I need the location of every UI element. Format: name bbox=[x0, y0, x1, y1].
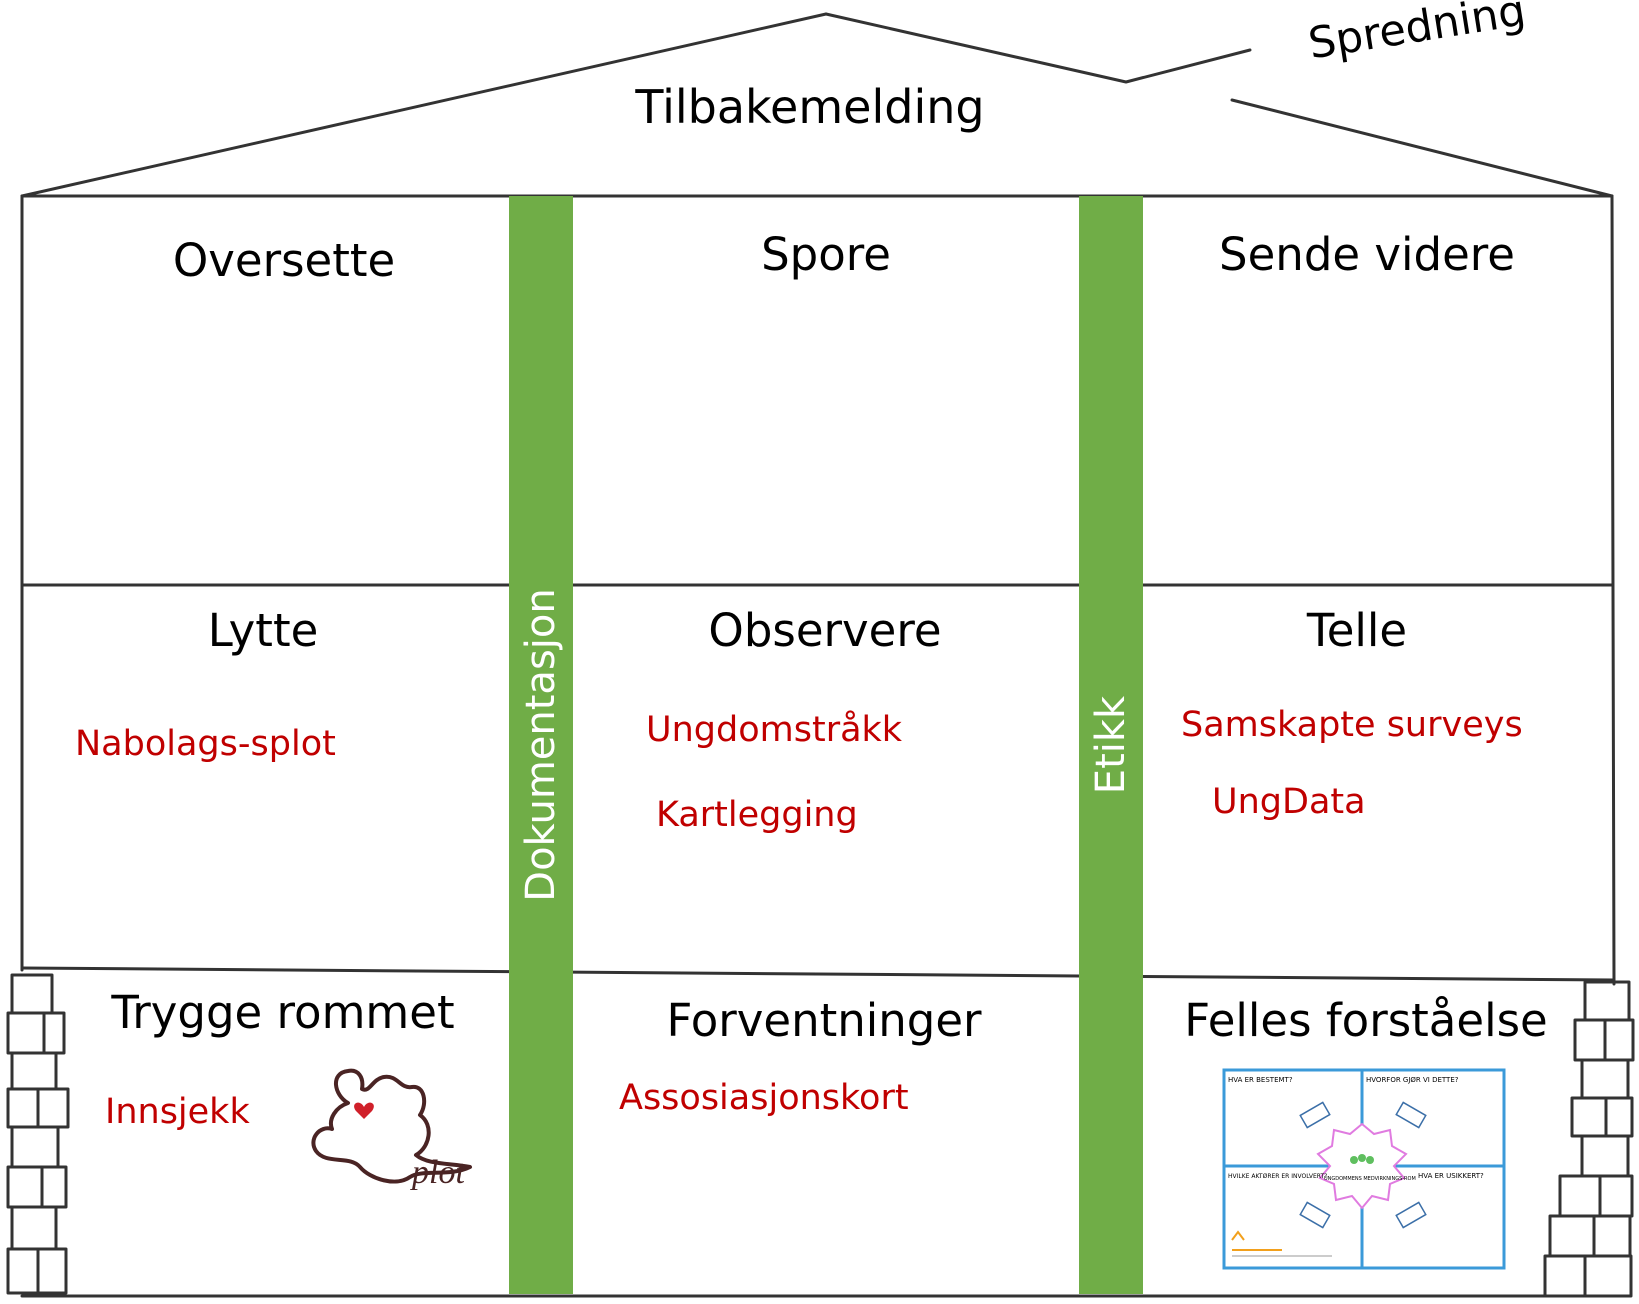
cell-middle-right-item-1: Samskapte surveys bbox=[1181, 705, 1523, 745]
splot-logo: plot bbox=[311, 1068, 472, 1191]
cell-middle-right-title: Telle bbox=[1306, 604, 1408, 657]
pillar-etikk-label: Etikk bbox=[1088, 695, 1134, 795]
roof-line-mid bbox=[824, 12, 1252, 84]
cell-top-left-title: Oversette bbox=[172, 234, 396, 287]
roof-line-left bbox=[20, 12, 828, 198]
heart-icon bbox=[354, 1102, 374, 1119]
right-wall bbox=[1610, 194, 1616, 986]
thumb-q2: HVORFOR GJØR VI DETTE? bbox=[1366, 1076, 1459, 1084]
cell-middle-right-item-2: UngData bbox=[1212, 782, 1366, 822]
floor-line-lower bbox=[20, 966, 1616, 982]
cell-bottom-middle-title: Forventninger bbox=[666, 994, 982, 1047]
cell-middle-left-item: Nabolags-splot bbox=[75, 724, 336, 764]
cell-middle-middle-item-2: Kartlegging bbox=[656, 795, 858, 835]
thumb-q1: HVA ER BESTEMT? bbox=[1228, 1076, 1293, 1084]
svg-text:plot: plot bbox=[410, 1154, 466, 1191]
cell-bottom-left-item: Innsjekk bbox=[105, 1092, 250, 1132]
pillar-dokumentasjon-label: Dokumentasjon bbox=[518, 588, 564, 902]
cell-middle-left-title: Lytte bbox=[207, 604, 319, 657]
cell-top-middle-title: Spore bbox=[761, 228, 891, 281]
canvas-thumbnail: HVA ER BESTEMT? HVORFOR GJØR VI DETTE? H… bbox=[1222, 1068, 1506, 1270]
cell-middle-middle-title: Observere bbox=[708, 604, 942, 657]
cell-bottom-right-title: Felles forståelse bbox=[1184, 994, 1548, 1047]
left-bricks bbox=[6, 973, 70, 1295]
cell-middle-middle-item-1: Ungdomstråkk bbox=[646, 710, 903, 750]
thumb-center: UNGDOMMENS MEDVIRKNINGS-ROM bbox=[1324, 1176, 1416, 1182]
roof-title: Tilbakemelding bbox=[635, 80, 985, 134]
thumb-q4: HVA ER USIKKERT? bbox=[1418, 1172, 1484, 1180]
pillar-dokumentasjon: Dokumentasjon bbox=[509, 196, 573, 1294]
right-bricks bbox=[1543, 980, 1635, 1298]
cell-top-right-title: Sende videre bbox=[1219, 228, 1515, 281]
cell-bottom-middle-item: Assosiasjonskort bbox=[619, 1078, 909, 1118]
pillar-etikk: Etikk bbox=[1079, 196, 1143, 1294]
cell-bottom-left-title: Trygge rommet bbox=[111, 986, 455, 1039]
thumb-q3: HVILKE AKTØRER ER INVOLVERT? bbox=[1228, 1173, 1327, 1180]
roof-line-right bbox=[1230, 98, 1614, 198]
